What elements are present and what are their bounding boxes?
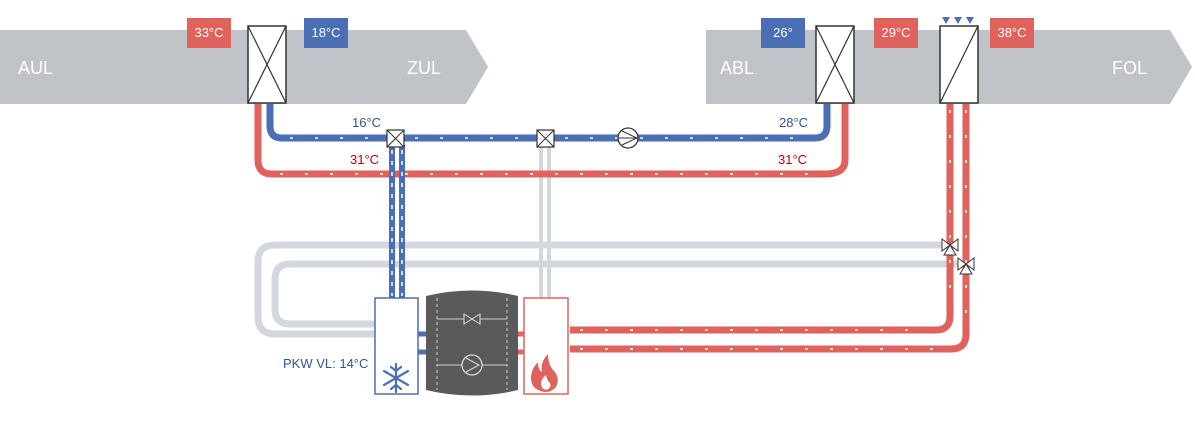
expansion-valve-icon xyxy=(437,313,507,325)
aul-temp: 33°C xyxy=(194,25,223,40)
blue-temp-left: 16°C xyxy=(352,115,381,130)
pump-icon xyxy=(617,127,639,149)
exhaust-heat-exchanger xyxy=(815,25,855,104)
abl-temp-badge xyxy=(761,18,805,48)
evaporative-heat-exchanger xyxy=(939,25,979,104)
snowflake-icon xyxy=(382,362,410,394)
aul-label: AUL xyxy=(18,58,53,78)
fol-temp-badge xyxy=(990,18,1034,48)
compressor-icon xyxy=(437,354,507,376)
after-recovery-temp-badge xyxy=(874,18,918,48)
abl-label: ABL xyxy=(720,58,754,78)
chiller-unit xyxy=(426,290,518,396)
red-right-loop-outer xyxy=(570,104,970,353)
gray-loop-inner xyxy=(271,260,966,328)
zul-temp-badge xyxy=(304,18,348,48)
zul-temp: 18°C xyxy=(311,25,340,40)
three-way-valve-lower-icon xyxy=(957,257,975,275)
fol-label: FOL xyxy=(1112,58,1147,78)
after-recovery-temp: 29°C xyxy=(881,25,910,40)
abl-temp: 26° xyxy=(773,25,793,40)
flame-icon xyxy=(530,354,558,392)
fol-temp: 38°C xyxy=(997,25,1026,40)
three-way-valve-upper-icon xyxy=(941,238,959,256)
valve-middle-icon xyxy=(536,129,555,148)
supply-heat-exchanger xyxy=(247,25,287,104)
gray-loop-outer xyxy=(254,241,950,338)
pkw-supply-temp: PKW VL: 14°C xyxy=(283,356,368,371)
red-temp-right: 31°C xyxy=(778,152,807,167)
red-temp-left: 31°C xyxy=(350,152,379,167)
zul-label: ZUL xyxy=(407,58,441,78)
red-loop xyxy=(254,104,849,178)
blue-temp-right: 28°C xyxy=(779,115,808,130)
valve-left-icon xyxy=(386,129,405,148)
spray-nozzles-icon xyxy=(942,17,974,24)
red-right-loop-inner xyxy=(570,104,954,334)
aul-temp-badge xyxy=(187,18,231,48)
supply-duct xyxy=(0,30,488,104)
